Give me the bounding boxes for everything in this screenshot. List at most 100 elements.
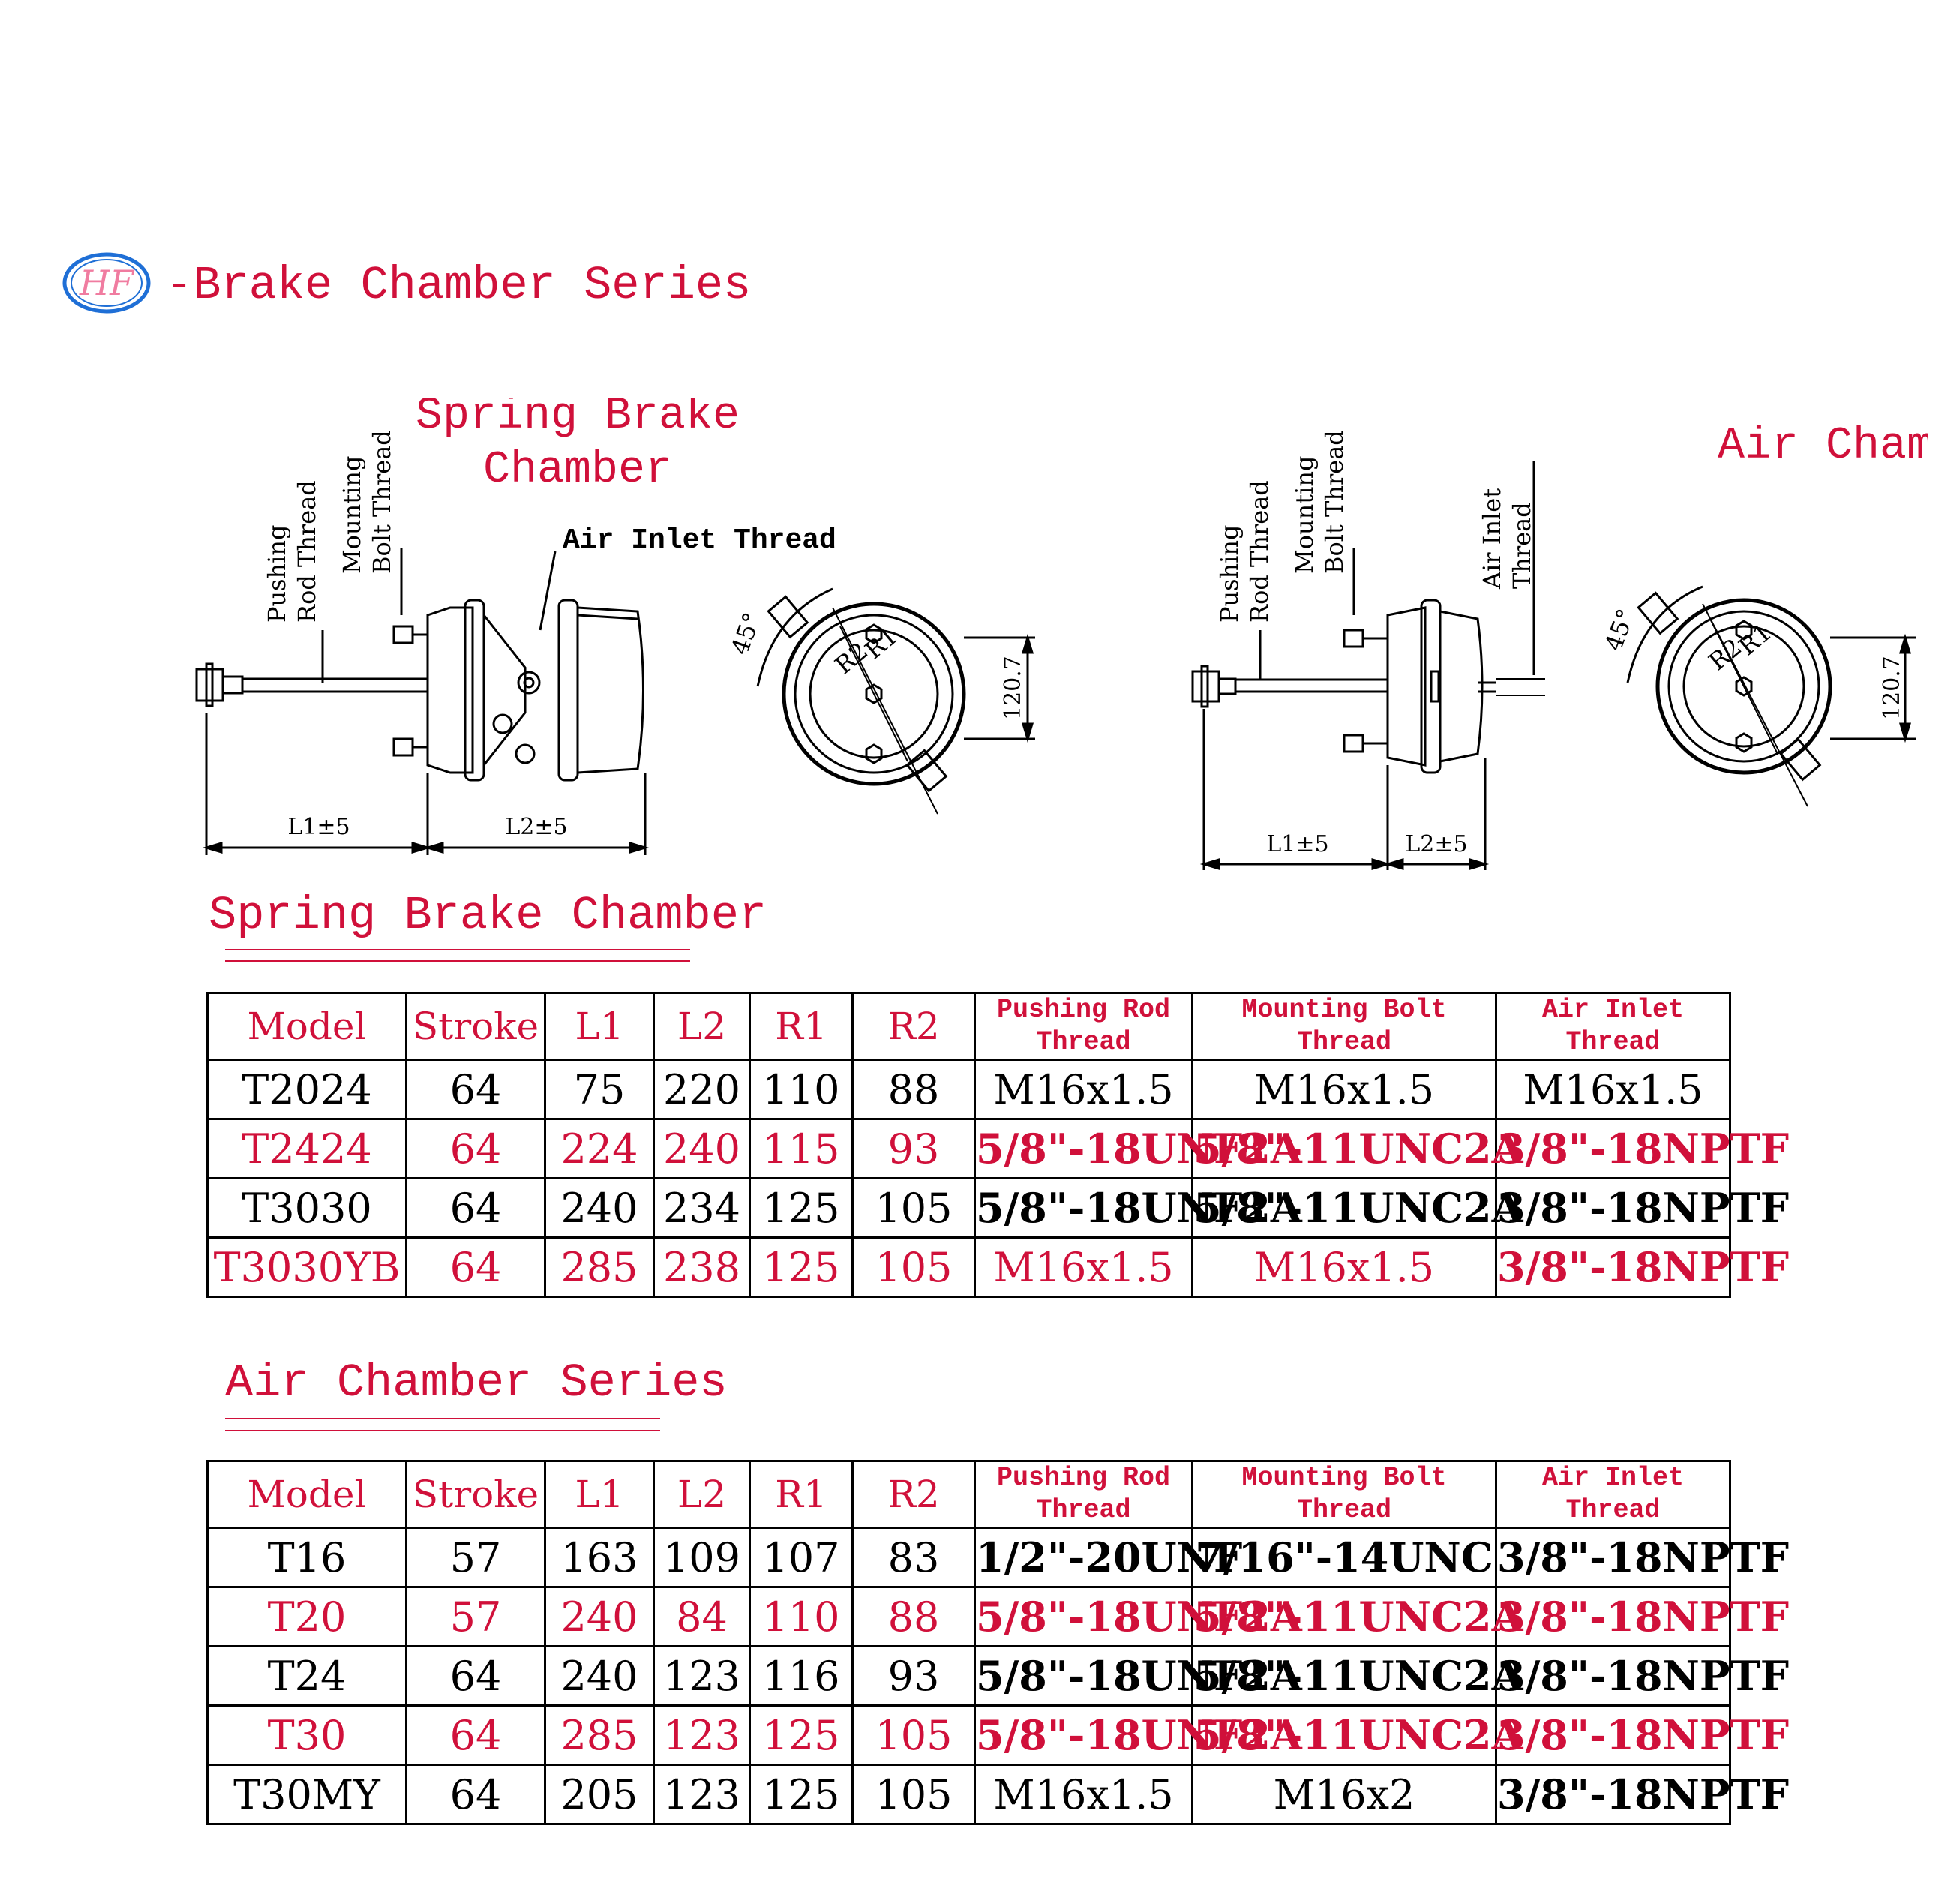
cell-air-inlet: 3/8"-18NPTF xyxy=(1495,1177,1789,1239)
cell-l1: 285 xyxy=(544,1236,655,1298)
spring-angle-label: 45° xyxy=(725,608,767,658)
cell-air-inlet: 3/8"-18NPTF xyxy=(1495,1645,1789,1707)
header-model: Model xyxy=(206,992,407,1061)
table-row: T3030 64 240 234 125 105 5/8"-18UNF2A 5/… xyxy=(206,1177,1789,1239)
cell-r2: 105 xyxy=(851,1177,976,1239)
cell-mounting-bolt: M16x2 xyxy=(1191,1764,1497,1825)
air-diagram-title: Air Chamber xyxy=(1718,421,1928,472)
air-mounting-bolt-label-1: Mounting xyxy=(1290,456,1319,574)
cell-r2: 105 xyxy=(851,1764,976,1825)
cell-mounting-bolt: 5/8"-11UNC2A xyxy=(1191,1704,1523,1766)
cell-r2: 105 xyxy=(851,1704,976,1766)
cell-model: T3030 xyxy=(206,1177,407,1239)
air-l2-label: L2±5 xyxy=(1405,831,1467,857)
cell-r1: 125 xyxy=(749,1704,854,1766)
cell-mounting-bolt: 7/16"-14UNC xyxy=(1191,1527,1497,1588)
cell-air-inlet: 3/8"-18NPTF xyxy=(1495,1118,1789,1179)
cell-stroke: 64 xyxy=(405,1704,546,1766)
logo-text: HF xyxy=(79,263,135,303)
cell-pushing-rod: M16x1.5 xyxy=(974,1236,1193,1298)
cell-model: T3030YB xyxy=(206,1236,407,1298)
cell-l1: 205 xyxy=(544,1764,655,1825)
cell-mounting-bolt: M16x1.5 xyxy=(1191,1236,1497,1298)
cell-air-inlet: 3/8"-18NPTF xyxy=(1495,1586,1789,1647)
spring-pushing-rod-label-1: Pushing xyxy=(263,525,291,623)
cell-model: T2024 xyxy=(206,1059,407,1120)
air-angle-label: 45° xyxy=(1599,605,1640,654)
spring-diagram-title-2: Chamber xyxy=(483,445,672,496)
spring-brake-diagram: Spring Brake Chamber Pushing Rod Thread … xyxy=(195,398,1035,855)
cell-r2: 105 xyxy=(851,1236,976,1298)
header-stroke: Stroke xyxy=(405,1460,546,1529)
header-l2: L2 xyxy=(653,992,751,1061)
air-table-heading: Air Chamber Series xyxy=(225,1356,728,1410)
cell-r1: 107 xyxy=(749,1527,854,1588)
cell-l1: 75 xyxy=(544,1059,655,1120)
cell-pushing-rod: M16x1.5 xyxy=(974,1059,1193,1120)
header-stroke: Stroke xyxy=(405,992,546,1061)
cell-l2: 123 xyxy=(653,1704,751,1766)
cell-l2: 123 xyxy=(653,1645,751,1707)
cell-r1: 110 xyxy=(749,1586,854,1647)
air-chamber-diagram: Air Chamber Pushing Rod Thread Mounting … xyxy=(1191,421,1928,871)
cell-r1: 125 xyxy=(749,1236,854,1298)
cell-r2: 88 xyxy=(851,1586,976,1647)
cell-r1: 116 xyxy=(749,1645,854,1707)
cell-l1: 224 xyxy=(544,1118,655,1179)
cell-model: T24 xyxy=(206,1645,407,1707)
header-model: Model xyxy=(206,1460,407,1529)
page-title: -Brake Chamber Series xyxy=(165,259,752,312)
spring-l1-label: L1±5 xyxy=(287,814,350,840)
cell-l1: 285 xyxy=(544,1704,655,1766)
cell-air-inlet: 3/8"-18NPTF xyxy=(1495,1764,1789,1825)
cell-r1: 115 xyxy=(749,1118,854,1179)
cell-mounting-bolt: 5/8"-11UNC2A xyxy=(1191,1586,1523,1647)
spring-pushing-rod-label-2: Rod Thread xyxy=(293,480,321,623)
cell-r2: 93 xyxy=(851,1118,976,1179)
cell-l1: 240 xyxy=(544,1177,655,1239)
cell-l1: 240 xyxy=(544,1586,655,1647)
cell-stroke: 64 xyxy=(405,1764,546,1825)
cell-r1: 125 xyxy=(749,1177,854,1239)
cell-r2: 88 xyxy=(851,1059,976,1120)
spring-mounting-bolt-label-2: Bolt Thread xyxy=(368,430,396,574)
spring-table-heading: Spring Brake Chamber xyxy=(209,889,767,942)
spring-diagram-title-1: Spring Brake xyxy=(416,398,740,442)
cell-l2: 220 xyxy=(653,1059,751,1120)
air-pushing-rod-label-2: Rod Thread xyxy=(1245,480,1274,623)
spring-heading-rule-1 xyxy=(225,949,690,950)
cell-l2: 234 xyxy=(653,1177,751,1239)
cell-air-inlet: 3/8"-18NPTF xyxy=(1495,1527,1789,1588)
air-pushing-rod-label-1: Pushing xyxy=(1215,525,1244,623)
cell-stroke: 64 xyxy=(405,1059,546,1120)
hf-logo: HF xyxy=(62,252,151,314)
cell-l2: 123 xyxy=(653,1764,751,1825)
cell-pushing-rod: 5/8"-18UNF2A xyxy=(974,1586,1302,1647)
header-l2: L2 xyxy=(653,1460,751,1529)
spring-dim-label: 120.7 xyxy=(1000,656,1026,720)
air-inlet-label-1: Air Inlet xyxy=(1478,488,1506,590)
table-row: T3030YB 64 285 238 125 105 M16x1.5 M16x1… xyxy=(206,1236,1789,1298)
header-r1: R1 xyxy=(749,992,854,1061)
cell-mounting-bolt: 5/8"-11UNC2A xyxy=(1191,1118,1523,1179)
table-row: T2024 64 75 220 110 88 M16x1.5 M16x1.5 M… xyxy=(206,1059,1731,1120)
header-r2: R2 xyxy=(851,1460,976,1529)
header-l1: L1 xyxy=(544,1460,655,1529)
cell-stroke: 64 xyxy=(405,1645,546,1707)
table-row: T20 57 240 84 110 88 5/8"-18UNF2A 5/8"-1… xyxy=(206,1586,1789,1647)
table-row: T2424 64 224 240 115 93 5/8"-18UNF2A 5/8… xyxy=(206,1118,1789,1179)
cell-stroke: 57 xyxy=(405,1527,546,1588)
cell-pushing-rod: 5/8"-18UNF2A xyxy=(974,1118,1302,1179)
cell-mounting-bolt: 5/8"-11UNC2A xyxy=(1191,1177,1523,1239)
table-row: T30MY 64 205 123 125 105 M16x1.5 M16x2 3… xyxy=(206,1764,1789,1825)
cell-mounting-bolt: M16x1.5 xyxy=(1191,1059,1497,1120)
cell-l2: 238 xyxy=(653,1236,751,1298)
